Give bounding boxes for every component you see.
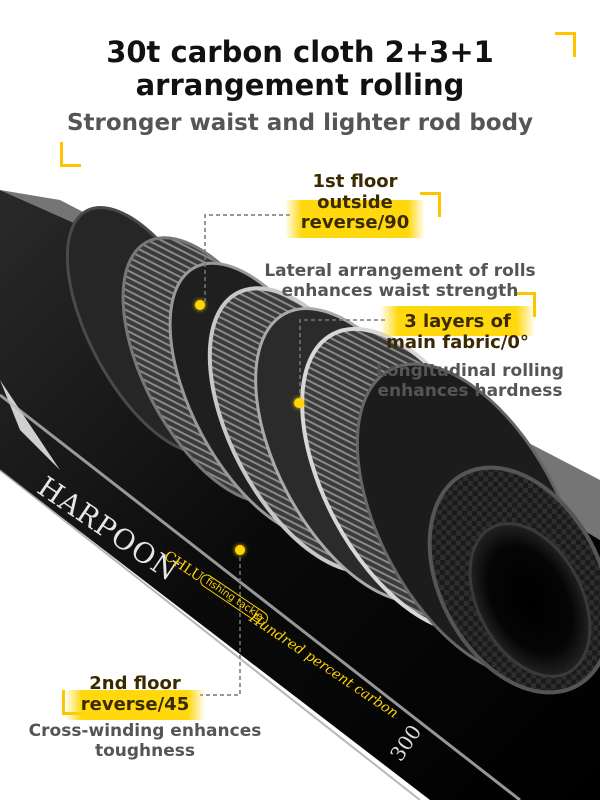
headline-subtitle: Stronger waist and lighter rod body (66, 110, 534, 136)
corner-bracket-icon (60, 142, 81, 167)
main-layers-label: 3 layers of main fabric/0° (386, 311, 529, 353)
corner-bracket-icon (515, 292, 536, 317)
main-layers-description: Longitudinal rolling enhances hardness (376, 361, 564, 401)
corner-bracket-icon (555, 32, 576, 57)
layer-marker-dot (294, 398, 304, 408)
layer-marker-dot (195, 300, 205, 310)
first-floor-description: Lateral arrangement of rolls enhances wa… (264, 261, 536, 301)
second-floor-label: 2nd floor reverse/45 (80, 673, 190, 715)
layer-marker-dot (235, 545, 245, 555)
corner-bracket-icon (420, 192, 441, 217)
highlight-band (285, 200, 425, 238)
highlight-band (65, 690, 205, 720)
second-floor-description: Cross-winding enhances toughness (28, 721, 262, 761)
first-floor-label: 1st floor outside reverse/90 (300, 171, 410, 234)
headline-title: 30t carbon cloth 2+3+1 arrangement rolli… (106, 35, 494, 103)
highlight-band (380, 306, 535, 336)
